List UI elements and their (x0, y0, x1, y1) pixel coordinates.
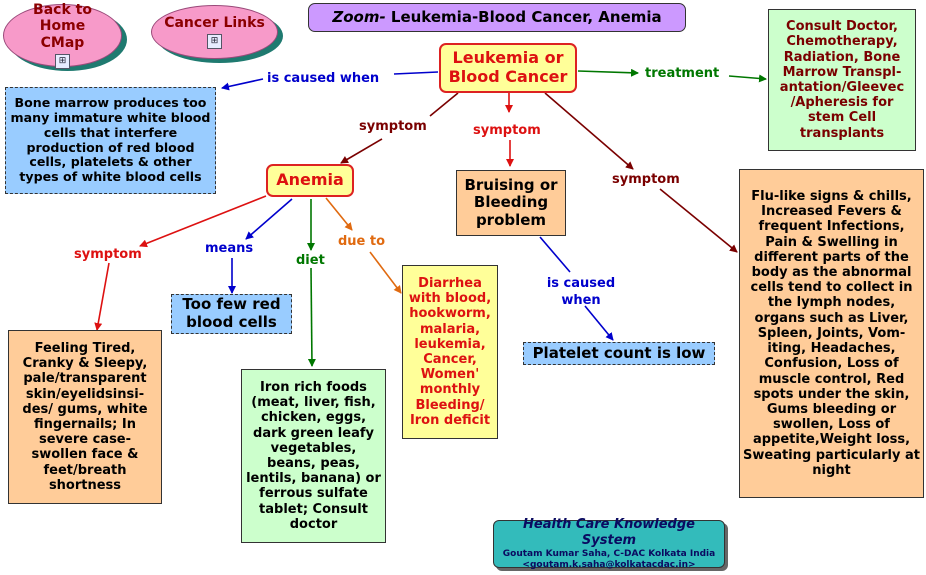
line-leukemia-to-caused (393, 71, 439, 75)
arrow-symptom-a-to-anemia (340, 138, 383, 164)
concept-platelet[interactable]: Platelet count is low (523, 342, 715, 365)
arrow-symptom-d-to-tired (94, 262, 110, 331)
link-label-means: means (205, 241, 254, 256)
concept-anemia[interactable]: Anemia (266, 164, 354, 197)
concept-iron-foods[interactable]: Iron rich foods (meat, liver, fish, chic… (241, 369, 386, 543)
line-anemia-to-symptom-d (139, 195, 267, 248)
back-to-home-cmap[interactable]: Back to Home CMap ⊞ (3, 1, 122, 70)
link-label-is-caused-when: is caused when (267, 71, 380, 86)
line-leukemia-to-treatment (577, 68, 639, 77)
arrow-caused-to-bone (221, 78, 264, 91)
line-leukemia-to-symptom-a (429, 92, 459, 117)
link-label-symptom-anemia: symptom (359, 119, 427, 134)
concept-tired[interactable]: Feeling Tired, Cranky & Sleepy, pale/tra… (8, 330, 162, 504)
concept-treatment[interactable]: Consult Doctor, Chemotherapy, Radiation,… (768, 9, 916, 151)
concept-diarrhea[interactable]: Diarrhea with blood, hookworm, malaria, … (402, 265, 498, 439)
arrow-symptom-c-to-flu (659, 188, 738, 253)
concept-few-red[interactable]: Too few red blood cells (171, 294, 292, 334)
link-label-symptom-tired: symptom (74, 247, 142, 262)
line-anemia-to-means (245, 198, 293, 240)
concept-flu-signs[interactable]: Flu-like signs & chills, Increased Fever… (739, 169, 924, 498)
title-zoom: Zoom- (332, 7, 386, 26)
concept-bone-marrow[interactable]: Bone marrow produces too many immature w… (5, 87, 216, 194)
concept-leukemia[interactable]: Leukemia or Blood Cancer (439, 43, 577, 93)
concept-map-icon[interactable]: ⊞ (207, 34, 222, 50)
footer-credit: Health Care Knowledge System Goutam Kuma… (493, 516, 725, 571)
arrow-treatment-to-consult (728, 74, 767, 83)
link-label-is-caused-when-2: is caused when (546, 276, 616, 308)
link-label-diet: diet (296, 253, 325, 268)
link-label-due-to: due to (338, 234, 386, 249)
title-text: Leukemia-Blood Cancer, Anemia (385, 7, 662, 26)
link-label-symptom-flu: symptom (612, 172, 680, 187)
cancer-links-label: Cancer Links (164, 14, 265, 31)
arrow-caused2-to-platelet (584, 305, 614, 341)
concept-bruising[interactable]: Bruising or Bleeding problem (456, 170, 566, 236)
arrow-diet-to-iron (307, 267, 316, 367)
back-to-home-label: Back to Home CMap (33, 1, 92, 51)
link-label-symptom-bruising: symptom (473, 123, 541, 138)
cancer-links[interactable]: Cancer Links ⊞ (151, 5, 278, 59)
page-title: Zoom- Leukemia-Blood Cancer, Anemia (308, 3, 686, 32)
footer-email[interactable]: <goutam.k.saha@kolkatacdac.in> (522, 560, 696, 571)
link-label-treatment: treatment (645, 66, 720, 81)
line-leukemia-to-symptom-c (544, 92, 634, 170)
line-anemia-to-dueto (325, 197, 353, 231)
footer-author: Goutam Kumar Saha, C-DAC Kolkata India (502, 549, 716, 559)
line-bruising-to-caused2 (539, 236, 571, 273)
concept-map-icon[interactable]: ⊞ (55, 54, 70, 70)
footer-system: Health Care Knowledge System (523, 516, 695, 548)
arrow-dueto-to-diarrhea (369, 251, 402, 294)
